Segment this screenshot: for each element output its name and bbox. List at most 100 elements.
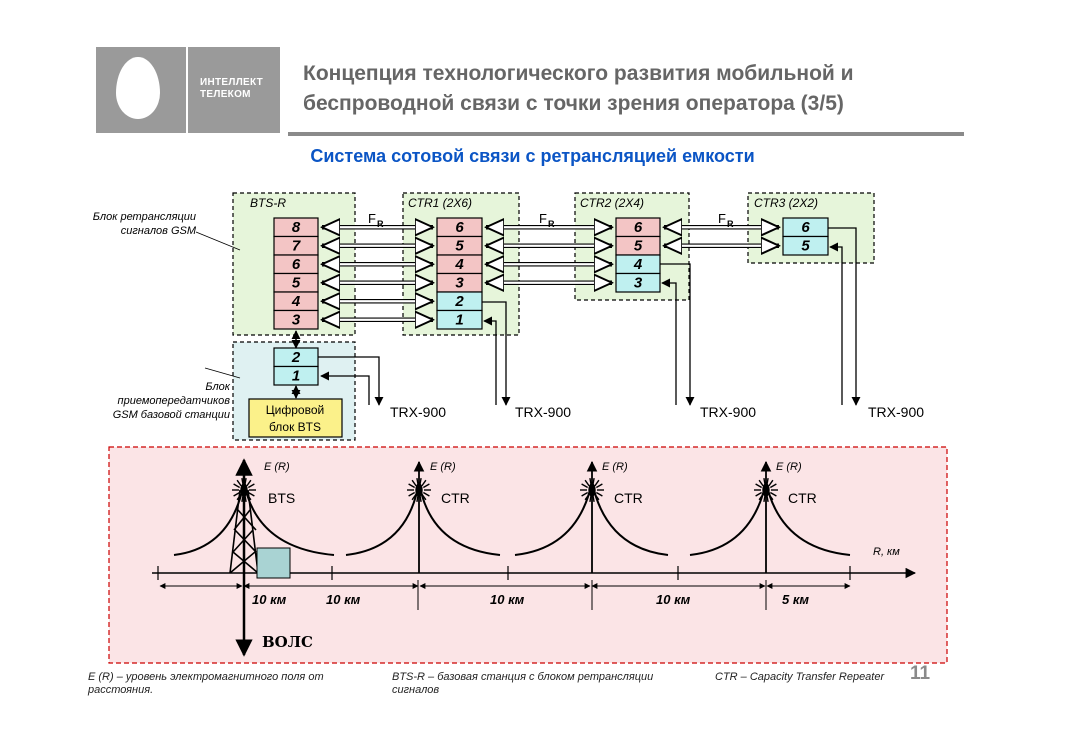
ctr3-station-label: CTR	[788, 490, 817, 506]
svg-text:4: 4	[291, 293, 301, 310]
bts-r-channel-8: 8	[273, 217, 319, 238]
relay-block-note-line-1: Блок ретрансляции	[93, 211, 196, 223]
bts-equipment-box	[256, 547, 291, 579]
ctr1-channel-4: 4	[436, 254, 483, 275]
svg-text:5: 5	[634, 238, 643, 255]
ctr3-label: CTR3 (2X2)	[754, 196, 818, 210]
ctr2-label: CTR2 (2X4)	[580, 196, 644, 210]
coverage-area	[108, 446, 948, 664]
fr-label-2: F R	[539, 211, 555, 229]
svg-text:R: R	[727, 219, 734, 229]
ctr1-channel-3: 3	[436, 272, 483, 293]
svg-text:R: R	[548, 219, 555, 229]
ctr3-channel-5: 5	[782, 235, 829, 256]
ctr1-channel-6: 6	[436, 217, 483, 238]
svg-text:7: 7	[292, 238, 301, 255]
title-line-2: беспроводной связи с точки зрения операт…	[303, 92, 844, 115]
svg-text:3: 3	[455, 275, 464, 292]
svg-text:8: 8	[292, 219, 301, 236]
title-underline	[288, 132, 964, 136]
svg-text:4: 4	[454, 256, 464, 273]
emission-icon	[580, 478, 604, 502]
logo-line-2: ТЕЛЕКОМ	[200, 89, 251, 100]
svg-text:6: 6	[455, 219, 464, 236]
trx-label-ctr3: TRX-900	[868, 404, 924, 420]
trx-arrow-ctr1-out	[482, 301, 511, 406]
trx-label-bts: TRX-900	[390, 404, 446, 420]
logo-divider	[186, 47, 188, 133]
slide-subtitle: Система сотовой связи с ретрансляцией ем…	[310, 146, 755, 166]
svg-text:3: 3	[634, 275, 643, 292]
egg-logo-icon	[116, 57, 160, 119]
trx-block-note-line-3: GSM базовой станции	[113, 409, 230, 421]
trx-label-ctr1: TRX-900	[515, 404, 571, 420]
distance-label-2: 10 км	[326, 592, 361, 607]
fr-label-1: F R	[368, 211, 384, 229]
ctr2-channel-4: 4	[615, 254, 661, 275]
distance-label-1: 10 км	[252, 592, 287, 607]
trx-block-note-line-2: приемопередатчиков	[118, 395, 231, 407]
field-label-bts: E (R)	[264, 461, 290, 473]
footnote-ctr: CTR – Capacity Transfer Repeater	[715, 671, 885, 683]
bts-r-channel-3: 3	[273, 309, 319, 330]
ctr3-channel-6: 6	[782, 217, 829, 238]
ctr2-channel-3: 3	[615, 272, 661, 293]
field-label-ctr3: E (R)	[776, 461, 802, 473]
trx-arrow-ctr2-out	[660, 263, 695, 406]
ctr1-channel-5: 5	[436, 235, 483, 256]
svg-text:1: 1	[455, 312, 463, 329]
distance-label-4: 10 км	[656, 592, 691, 607]
ctr1-label: CTR1 (2X6)	[408, 196, 472, 210]
svg-text:F: F	[718, 211, 726, 226]
trx-channel-2: 2	[273, 347, 319, 368]
trx-arrow-ctr1-in	[483, 316, 497, 405]
page-title: Концепция технологического развития моби…	[303, 59, 1003, 119]
axis-ticks	[157, 566, 851, 580]
emission-icon	[407, 478, 431, 502]
bts-r-channel-4: 4	[273, 291, 319, 312]
field-label-ctr2: E (R)	[602, 461, 628, 473]
trx-label-ctr2: TRX-900	[700, 404, 756, 420]
svg-text:1: 1	[292, 368, 300, 385]
svg-text:F: F	[539, 211, 547, 226]
trx-arrow-ctr3-out	[828, 227, 861, 406]
svg-text:6: 6	[801, 219, 810, 236]
relay-note-pointer	[195, 231, 241, 251]
trx-block-note-line-1: Блок	[205, 381, 230, 393]
digital-block-line-1: Цифровой	[266, 403, 324, 417]
trx-note-pointer	[204, 367, 241, 379]
bts-tower-icon	[229, 489, 259, 574]
bts-station-label: BTS	[268, 490, 295, 506]
footnote-bts-r-line-1: BTS-R – базовая станция с блоком ретранс…	[392, 671, 654, 683]
svg-text:5: 5	[455, 238, 464, 255]
footnote-bts-r-line-2: сигналов	[392, 684, 440, 696]
ctr2-channel-6: 6	[615, 217, 661, 238]
trx-arrow-bts-out	[318, 356, 384, 406]
bts-r-channel-7: 7	[273, 235, 319, 256]
emission-icon	[232, 478, 256, 502]
trx-arrow-bts-in	[320, 371, 370, 405]
fr-label-3: F R	[718, 211, 734, 229]
bts-r-channel-6: 6	[273, 254, 319, 275]
svg-text:5: 5	[292, 275, 301, 292]
trx-channel-1: 1	[273, 365, 319, 386]
svg-text:6: 6	[292, 256, 301, 273]
svg-text:5: 5	[801, 238, 810, 255]
title-line-1: Концепция технологического развития моби…	[303, 62, 854, 85]
emission-icon	[754, 478, 778, 502]
logo-line-1: ИНТЕЛЛЕКТ	[200, 77, 264, 88]
svg-text:3: 3	[292, 312, 301, 329]
svg-text:2: 2	[454, 293, 464, 310]
digital-block	[248, 398, 343, 438]
ctr1-channel-2: 2	[436, 291, 483, 312]
ctr2-channel-5: 5	[615, 235, 661, 256]
trx-arrow-ctr3-in	[829, 242, 843, 405]
footnote-field-level-line-1: E (R) – уровень электромагнитного поля о…	[88, 671, 324, 683]
svg-text:F: F	[368, 211, 376, 226]
ctr1-station-label: CTR	[441, 490, 470, 506]
relay-block-note-line-2: сигналов GSM	[121, 225, 197, 237]
company-logo: ИНТЕЛЛЕКТ ТЕЛЕКОМ	[96, 47, 280, 133]
bts-r-label: BTS-R	[250, 196, 286, 210]
